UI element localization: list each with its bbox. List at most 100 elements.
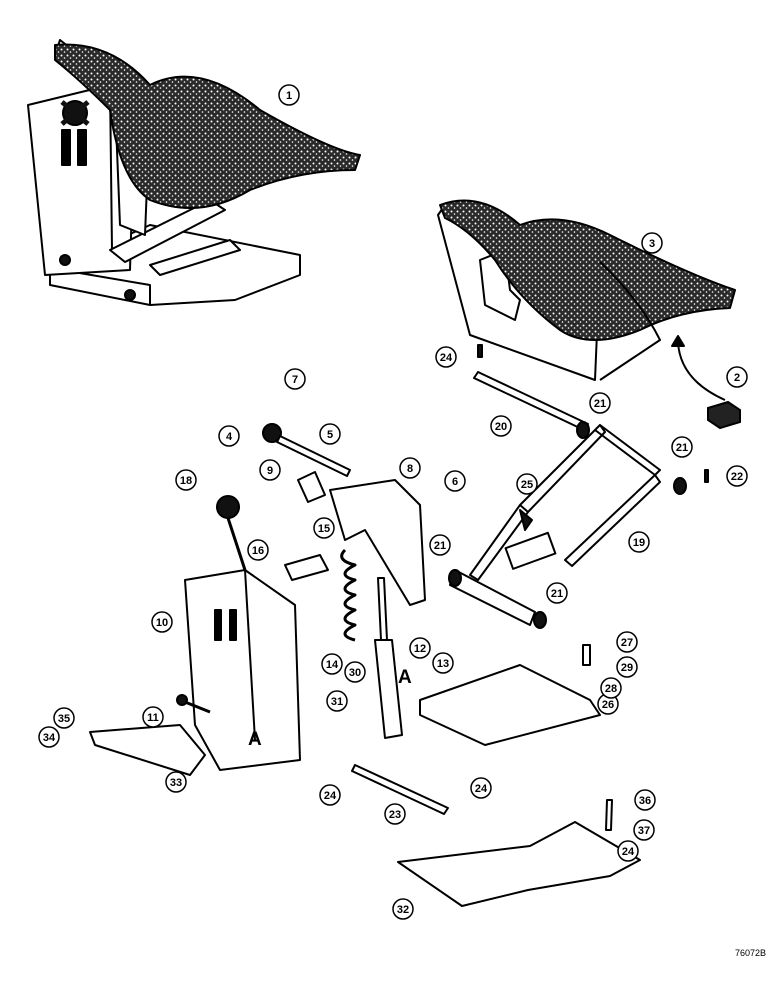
callout-label: 10	[156, 617, 168, 629]
callout-label: 32	[397, 904, 409, 916]
callout-label: 24	[440, 352, 453, 364]
callout-7: 7	[284, 368, 306, 390]
callout-28: 28	[600, 677, 622, 699]
cotter-pin	[704, 469, 709, 483]
cap-screw	[582, 644, 591, 666]
seat-frame	[469, 424, 661, 581]
callout-21: 21	[671, 436, 693, 458]
callout-12: 12	[409, 637, 431, 659]
adjusting-rod	[276, 435, 351, 477]
callout-19: 19	[628, 531, 650, 553]
callout-21: 21	[589, 392, 611, 414]
callout-21: 21	[546, 582, 568, 604]
callout-5: 5	[319, 423, 341, 445]
knob-screw	[226, 517, 247, 571]
callout-9: 9	[259, 459, 281, 481]
callout-30: 30	[344, 661, 366, 683]
callout-label: 27	[621, 637, 633, 649]
callout-label: 19	[633, 537, 645, 549]
callout-24: 24	[470, 777, 492, 799]
callout-4: 4	[218, 425, 240, 447]
callout-13: 13	[432, 652, 454, 674]
callout-2: 2	[726, 366, 748, 388]
slide-plate	[284, 554, 329, 581]
callout-6: 6	[444, 470, 466, 492]
callout-33: 33	[165, 771, 187, 793]
callout-label: 12	[414, 643, 426, 655]
callout-14: 14	[321, 653, 343, 675]
callout-label: 13	[437, 658, 449, 670]
callout-label: 1	[286, 90, 292, 102]
callout-label: 18	[180, 475, 192, 487]
callout-20: 20	[490, 415, 512, 437]
callout-31: 31	[326, 690, 348, 712]
callout-18: 18	[175, 469, 197, 491]
callout-8: 8	[399, 457, 421, 479]
callout-label: 36	[639, 795, 651, 807]
bushing	[448, 569, 462, 587]
callout-label: 26	[602, 699, 614, 711]
callout-label: 3	[649, 238, 655, 250]
section-letter: A	[398, 667, 412, 688]
callout-34: 34	[38, 726, 60, 748]
callout-label: 22	[731, 471, 743, 483]
plastic-cap	[707, 400, 741, 430]
callout-3: 3	[641, 232, 663, 254]
shock-absorber	[374, 639, 403, 739]
callout-23: 23	[384, 803, 406, 825]
callout-27: 27	[616, 631, 638, 653]
callout-24: 24	[617, 840, 639, 862]
assembled-seat	[27, 39, 361, 306]
callout-25: 25	[516, 473, 538, 495]
callout-16: 16	[247, 539, 269, 561]
callout-label: 29	[621, 662, 633, 674]
coil-spring	[340, 548, 357, 642]
callout-label: 24	[475, 783, 488, 795]
callout-label: 30	[349, 667, 361, 679]
callout-label: 24	[622, 846, 635, 858]
frame-tube	[449, 569, 536, 626]
callout-label: 11	[147, 712, 159, 724]
star-knob	[216, 495, 240, 519]
callout-label: 4	[226, 431, 233, 443]
callout-24: 24	[319, 784, 341, 806]
cotter-pin	[477, 344, 483, 358]
callout-15: 15	[313, 517, 335, 539]
callout-label: 21	[594, 398, 606, 410]
callout-label: 2	[734, 372, 740, 384]
callout-label: 8	[407, 463, 413, 475]
plate-number: 76072B	[735, 948, 766, 958]
frame-plate	[504, 531, 557, 570]
section-letter: A	[248, 729, 262, 750]
callout-10: 10	[151, 611, 173, 633]
callout-label: 28	[605, 683, 617, 695]
callout-label: 20	[495, 421, 507, 433]
pivot-pin	[351, 764, 449, 815]
callout-32: 32	[392, 898, 414, 920]
seat-shell-part	[437, 199, 736, 401]
callout-label: 21	[551, 588, 563, 600]
callout-label: 7	[292, 374, 298, 386]
spacer	[297, 471, 326, 503]
callout-11: 11	[142, 706, 164, 728]
callout-24: 24	[435, 346, 457, 368]
shock-rod	[377, 577, 388, 641]
callout-label: 21	[676, 442, 688, 454]
callout-label: 23	[389, 809, 401, 821]
callout-36: 36	[634, 789, 656, 811]
bracket	[329, 479, 426, 606]
callout-label: 16	[252, 545, 264, 557]
knob-ball	[262, 423, 282, 443]
hex-bolt	[605, 799, 613, 831]
callout-label: 14	[326, 659, 339, 671]
mounting-plate	[89, 724, 206, 776]
seat-column	[184, 569, 301, 771]
callout-label: 37	[638, 825, 650, 837]
bushing	[576, 421, 590, 439]
callout-label: 25	[521, 479, 533, 491]
callout-label: 5	[327, 429, 333, 441]
callout-label: 21	[434, 540, 446, 552]
callout-label: 34	[43, 732, 56, 744]
